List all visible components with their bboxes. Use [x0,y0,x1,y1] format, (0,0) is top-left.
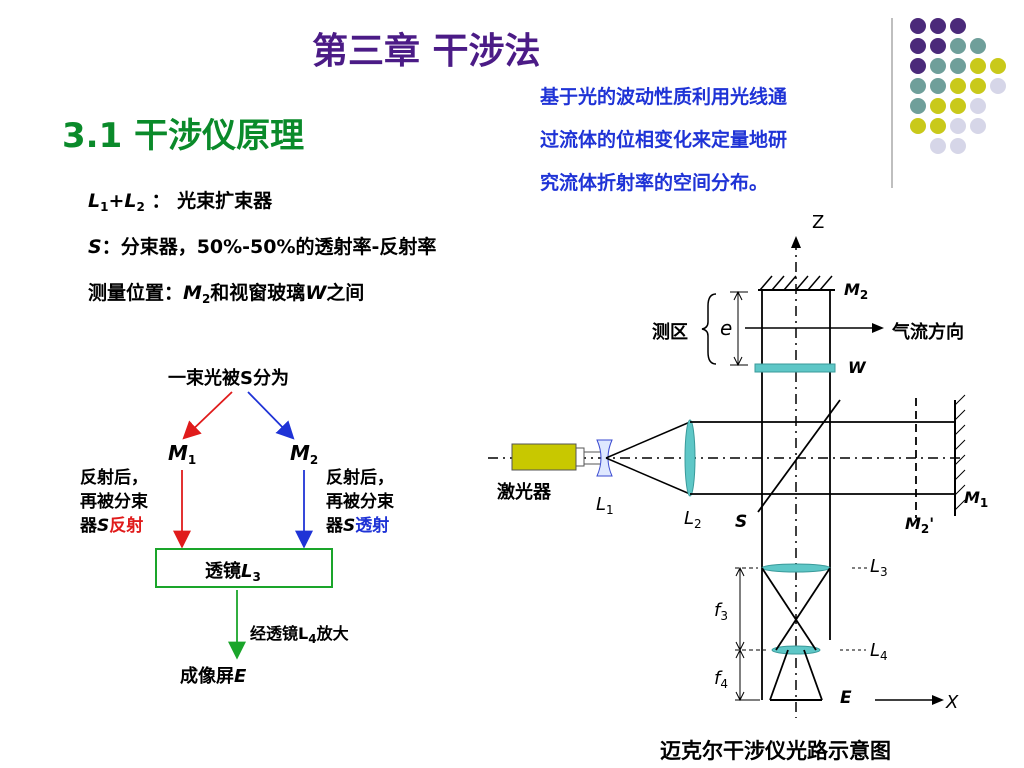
flow-m1: M1 [168,441,197,467]
label-m1: M1 [964,488,989,510]
flow-m2: M2 [290,441,319,467]
lens-l4 [771,645,821,655]
label-e-distance: e [720,316,733,340]
arrow-to-m2 [247,391,295,440]
text-splitter: S：分束器，50%-50%的透射率-反射率 [88,236,437,258]
note-line-1: 基于光的波动性质利用光线通 [540,86,788,108]
label-l2: L2 [684,508,702,531]
x-axis-label: X [946,692,959,713]
label-s: S [735,512,748,532]
lens-l1 [596,439,613,477]
note-line-3: 究流体折射率的空间分布。 [540,172,769,194]
magnify-label: 经透镜L4放大 [250,624,349,646]
label-m2: M2 [844,280,869,302]
window-glass-w [754,363,836,373]
lens-l3 [761,563,831,573]
flow-top: 一束光被S分为 [168,368,289,389]
label-airflow: 气流方向 [892,322,964,343]
z-axis-label: Z [812,212,825,233]
label-measure-zone: 测区 [652,322,688,343]
section-title: 3.1 干涉仪原理 [62,116,305,156]
label-l1: L1 [596,494,614,517]
screen-label: 成像屏E [180,666,247,687]
lens-l3-label: 透镜L3 [205,561,261,584]
label-l3: L3 [870,556,888,579]
flow-right-text: 反射后， 再被分束 器S透射 [326,468,394,536]
label-w: W [848,358,866,377]
flow-left-text: 反射后， 再被分束 器S反射 [80,468,148,536]
decor-divider [891,18,893,188]
page-title: 第三章 干涉法 [312,31,541,72]
text-beam-expander: L1+L2 ： 光束扩束器 [88,190,273,214]
label-e-screen: E [840,688,852,708]
laser-body [511,443,577,471]
beam-splitter-s [757,399,841,513]
diagram-caption: 迈克尔干涉仪光路示意图 [660,739,891,763]
arrow-to-m1 [182,391,233,440]
lens-l3-box [155,548,333,588]
text-measure-position: 测量位置：M2和视窗玻璃W之间 [88,282,365,306]
label-m2-prime: M2' [905,514,935,536]
label-l4: L4 [870,640,888,663]
label-laser: 激光器 [497,482,551,503]
lens-l2 [684,419,696,497]
label-f3: f3 [714,600,728,623]
label-f4: f4 [714,668,728,691]
note-line-2: 过流体的位相变化来定量地研 [540,129,788,151]
